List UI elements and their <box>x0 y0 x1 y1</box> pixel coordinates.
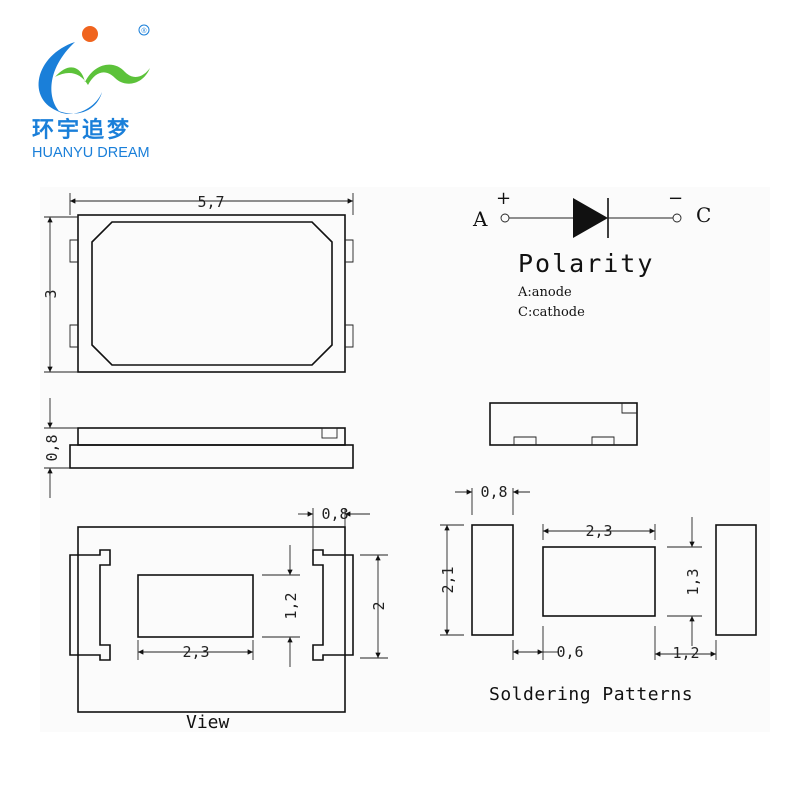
dim-center-height: 1,2 <box>282 592 300 619</box>
brand-name-chinese: 环宇追梦 <box>32 117 132 143</box>
side-view: 0,8 <box>43 398 354 498</box>
plus-sign: + <box>496 188 511 209</box>
green-wave-icon <box>55 64 150 85</box>
solder-dim-pad-width: 0,8 <box>480 483 507 501</box>
diode-symbol-icon <box>573 198 608 238</box>
soldering-caption: Soldering Patterns <box>489 684 693 705</box>
polarity-diagram: A + − C Polarity A:anode C:cathode <box>472 188 711 320</box>
cathode-label: C <box>696 203 711 227</box>
dim-thickness: 0,8 <box>43 434 61 461</box>
side-view-right <box>489 402 638 446</box>
bottom-view: 0,8 1,2 2 2,3 View <box>69 505 388 733</box>
top-view: 5,7 3 <box>42 193 354 373</box>
dim-center-width: 2,3 <box>182 643 209 661</box>
registered-mark: ® <box>141 27 147 35</box>
solder-dim-center-width: 2,3 <box>585 522 612 540</box>
soldering-patterns: 0,8 2,1 2,3 1,3 0,6 1,2 Soldering Patter… <box>439 483 757 705</box>
drawing-area <box>40 187 770 732</box>
brand-name-english: HUANYU DREAM <box>32 145 150 161</box>
blue-arc-icon <box>38 42 75 112</box>
cathode-description: C:cathode <box>518 305 585 320</box>
polarity-title: Polarity <box>518 249 654 278</box>
view-caption: View <box>186 712 230 733</box>
dim-pad-width: 0,8 <box>321 505 348 523</box>
dim-width: 3 <box>42 289 60 298</box>
anode-description: A:anode <box>517 285 572 300</box>
sun-icon <box>82 26 98 42</box>
cathode-terminal-icon <box>672 213 682 223</box>
company-logo: ® 环宇追梦 HUANYU DREAM <box>32 24 150 161</box>
registered-icon <box>138 24 150 36</box>
minus-sign: − <box>668 188 683 209</box>
solder-dim-offset: 1,2 <box>672 644 699 662</box>
anode-label: A <box>472 207 488 231</box>
dim-pad-span: 2 <box>370 601 388 610</box>
solder-dim-center-height: 1,3 <box>684 568 702 595</box>
solder-dim-gap: 0,6 <box>556 643 583 661</box>
dim-length: 5,7 <box>197 193 224 211</box>
solder-dim-pad-height: 2,1 <box>439 566 457 593</box>
blue-arc-tail-icon <box>56 92 102 114</box>
